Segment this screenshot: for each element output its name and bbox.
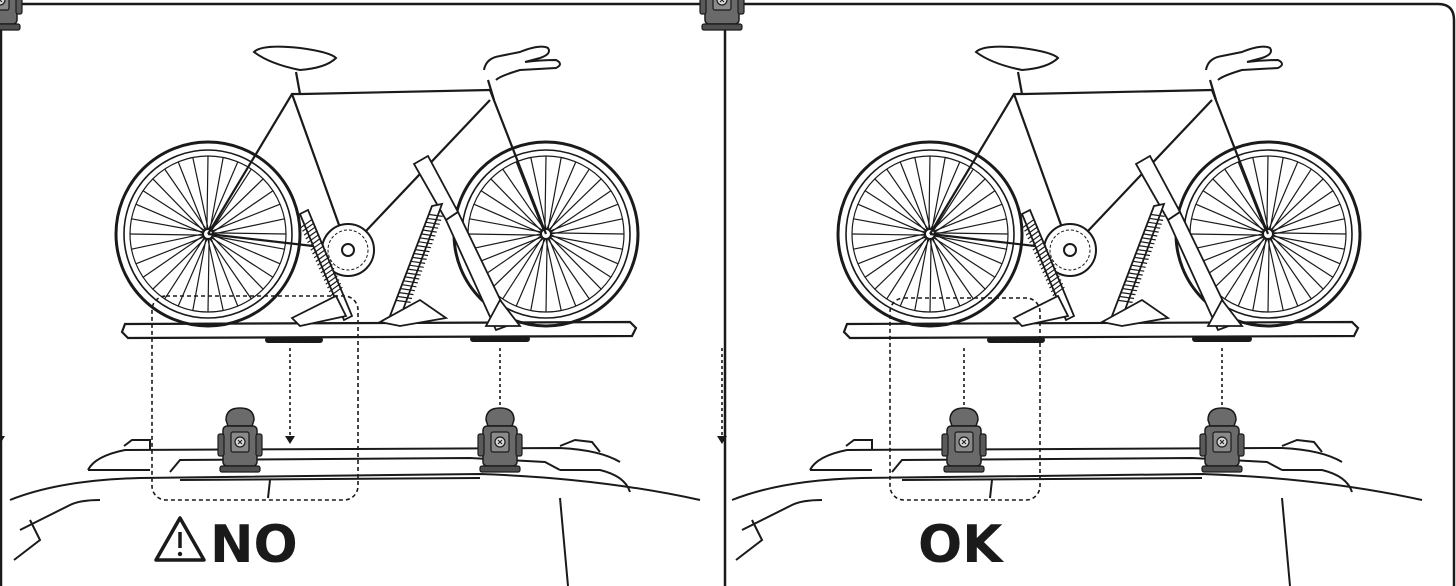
verdict-ok-label: OK	[918, 515, 1004, 575]
panel-incorrect: NO	[0, 0, 700, 586]
warning-icon	[156, 518, 204, 560]
bike-on-roof-scene	[0, 0, 700, 586]
diagram-border	[1, 4, 1454, 586]
foot-wrong-position	[218, 348, 295, 472]
verdict-no-label: NO	[210, 515, 298, 575]
panel-correct: OK	[700, 0, 1422, 586]
foot-correct-position	[942, 348, 986, 472]
bike-on-roof-scene	[700, 0, 1422, 586]
